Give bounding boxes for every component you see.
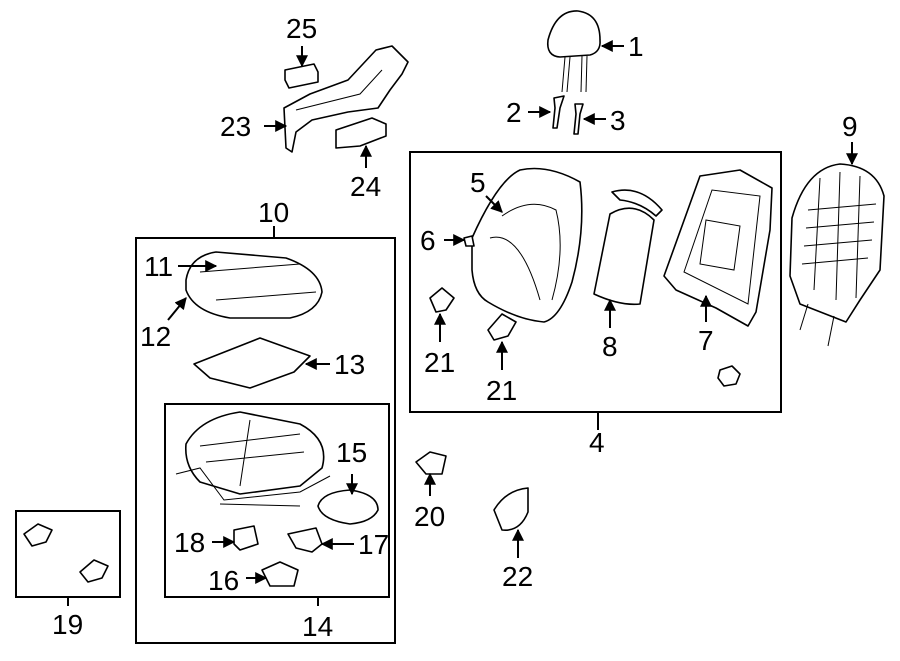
- leader-lines: [67, 40, 858, 606]
- back-cover-part: [789, 163, 885, 347]
- switch-part: [335, 117, 387, 149]
- cover-part-19-upper: [23, 523, 53, 547]
- cover-part-22: [493, 487, 529, 531]
- callout-7: 7: [698, 325, 714, 356]
- clip-part-6: [463, 235, 475, 247]
- callout-5: 5: [470, 167, 486, 198]
- bracket-part-20: [415, 451, 447, 475]
- callout-2: 2: [506, 97, 522, 128]
- callout-14: 14: [302, 611, 333, 642]
- callout-1: 1: [628, 31, 644, 62]
- callout-11: 11: [144, 251, 173, 282]
- callout-18: 18: [174, 527, 205, 558]
- headrest-guide-right: [573, 103, 584, 135]
- seat-pad-part: [193, 337, 311, 389]
- callout-21-upper: 21: [424, 347, 455, 378]
- callout-21-lower: 21: [486, 375, 517, 406]
- callout-13: 13: [334, 349, 365, 380]
- callout-10: 10: [258, 197, 289, 228]
- callout-9: 9: [842, 111, 858, 142]
- headrest-part: [546, 10, 601, 93]
- bracket-part-17: [287, 527, 323, 553]
- group-box-covers: [15, 510, 121, 598]
- callout-17: 17: [358, 529, 389, 560]
- seat-frame-part: [175, 411, 331, 507]
- group-box-seat-frame: [164, 403, 390, 598]
- callout-16: 16: [208, 565, 239, 596]
- back-cushion-part: [471, 167, 583, 323]
- callout-23: 23: [220, 111, 251, 142]
- callout-19: 19: [52, 609, 83, 640]
- callout-8: 8: [602, 331, 618, 362]
- back-pad-part: [593, 189, 663, 306]
- callout-6: 6: [420, 225, 436, 256]
- seat-cushion-part: [185, 251, 323, 319]
- motor-part: [317, 489, 379, 525]
- module-part-18: [233, 525, 259, 551]
- bracket-part-21-upper: [429, 287, 455, 313]
- back-frame-part: [663, 169, 773, 327]
- cover-part-19-lower: [79, 559, 109, 583]
- callout-24: 24: [350, 171, 381, 202]
- bracket-part-21-lower: [487, 313, 517, 341]
- cover-part-16: [261, 561, 299, 587]
- callout-12: 12: [140, 321, 171, 352]
- callout-4: 4: [589, 427, 605, 458]
- nut-part: [717, 365, 741, 387]
- side-shield-part: [283, 45, 409, 153]
- group-box-seat-cushion: [135, 237, 396, 644]
- clip-part-25: [284, 63, 319, 89]
- callout-22: 22: [502, 561, 533, 592]
- callout-20: 20: [414, 501, 445, 532]
- headrest-guide-left: [552, 95, 565, 129]
- callout-25: 25: [286, 13, 317, 44]
- callout-15: 15: [336, 437, 367, 468]
- callout-3: 3: [610, 105, 626, 136]
- group-box-seat-back: [409, 151, 782, 413]
